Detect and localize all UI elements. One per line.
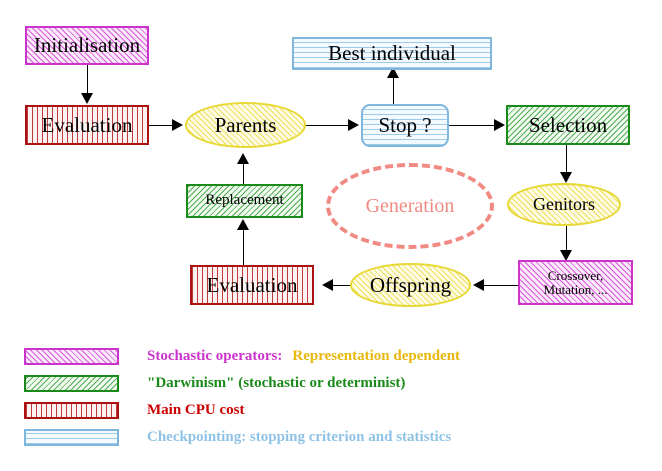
legend-swatch-blue-horizontal — [24, 429, 119, 446]
arrowhead-evaluation-to-parents — [172, 119, 183, 131]
edge-crossover-to-offspring — [482, 285, 520, 286]
node-replacement-label: Replacement — [205, 192, 284, 209]
node-crossover-line2: Mutation, ... — [543, 281, 608, 297]
edge-offspring-to-evaluation — [332, 285, 356, 286]
arrowhead-parents-to-stop — [348, 119, 359, 131]
edge-replacement-to-parents — [243, 162, 244, 186]
arrowhead-initialisation-to-evaluation — [81, 93, 93, 104]
node-stop-label: Stop ? — [378, 113, 432, 138]
legend-swatch-green-diagonal — [24, 375, 119, 392]
node-genitors[interactable]: Genitors — [507, 183, 621, 226]
node-evaluation-top[interactable]: Evaluation — [25, 105, 149, 145]
node-replacement[interactable]: Replacement — [186, 184, 303, 218]
edge-selection-to-genitors — [566, 145, 567, 173]
arrowhead-genitors-to-crossover — [560, 250, 572, 261]
edge-stop-to-selection — [449, 125, 496, 126]
legend-row-stochastic: Stochastic operators: Representation depe… — [24, 348, 460, 365]
node-stop[interactable]: Stop ? — [361, 104, 449, 147]
node-initialisation-label: Initialisation — [33, 33, 141, 58]
legend-label-stochastic: Stochastic operators: Representation depe… — [147, 348, 460, 365]
arrowhead-offspring-to-evaluation — [322, 279, 333, 291]
node-selection[interactable]: Selection — [506, 105, 630, 145]
node-generation-label: Generation — [365, 194, 455, 217]
node-best-individual-label: Best individual — [328, 41, 456, 66]
arrowhead-stop-to-selection — [494, 119, 505, 131]
node-parents-label: Parents — [214, 112, 277, 137]
node-evaluation-top-label: Evaluation — [41, 112, 133, 137]
arrowhead-stop-to-best-individual — [387, 67, 399, 78]
edge-evaluation-to-parents — [149, 125, 175, 126]
edge-evaluation-to-replacement — [243, 227, 244, 267]
edge-stop-to-best-individual — [393, 74, 394, 106]
legend-label-checkpointing: Checkpointing: stopping criterion and st… — [147, 429, 452, 445]
legend-row-darwinism: "Darwinism" (stochastic or determinist) — [24, 375, 405, 392]
node-crossover-mutation[interactable]: Crossover, Mutation, ... — [518, 260, 633, 305]
edge-initialisation-to-evaluation — [87, 65, 88, 94]
arrowhead-crossover-to-offspring — [473, 279, 484, 291]
node-best-individual[interactable]: Best individual — [292, 37, 492, 70]
arrowhead-replacement-to-parents — [237, 153, 249, 164]
node-offspring[interactable]: Offspring — [350, 263, 471, 307]
legend-row-cpu-cost: Main CPU cost — [24, 402, 245, 419]
arrowhead-selection-to-genitors — [560, 172, 572, 183]
node-genitors-label: Genitors — [533, 194, 595, 215]
legend-swatch-red-vertical — [24, 402, 119, 419]
node-evaluation-bottom-label: Evaluation — [206, 272, 298, 297]
edge-genitors-to-crossover — [566, 226, 567, 252]
node-offspring-label: Offspring — [369, 272, 452, 297]
node-evaluation-bottom[interactable]: Evaluation — [190, 265, 314, 305]
node-selection-label: Selection — [528, 112, 608, 137]
edge-parents-to-stop — [306, 125, 350, 126]
legend-label-cpu-cost: Main CPU cost — [147, 402, 245, 418]
arrowhead-evaluation-to-replacement — [237, 219, 249, 230]
legend-row-checkpointing: Checkpointing: stopping criterion and st… — [24, 429, 451, 446]
legend-label-darwinism: "Darwinism" (stochastic or determinist) — [147, 375, 406, 391]
node-initialisation[interactable]: Initialisation — [25, 26, 149, 65]
node-generation: Generation — [326, 163, 494, 249]
legend-swatch-magenta-diagonal — [24, 348, 119, 365]
legend-label-stochastic-part1: Stochastic operators: — [147, 348, 283, 364]
legend-label-stochastic-part2: Representation dependent — [292, 348, 461, 364]
node-crossover-line1: Crossover, — [547, 267, 604, 283]
node-parents[interactable]: Parents — [185, 102, 306, 148]
